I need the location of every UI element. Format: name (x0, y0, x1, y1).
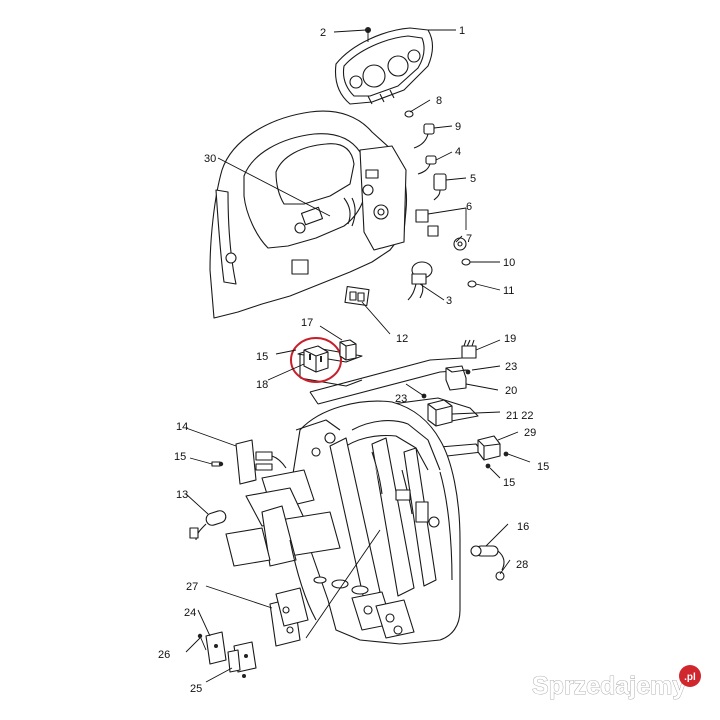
callout-19: 19 (504, 333, 516, 345)
callout-20: 20 (505, 385, 517, 397)
nut-23-right (465, 369, 471, 375)
callout-17: 17 (301, 317, 313, 329)
switch-block-12 (344, 285, 370, 307)
callout-27: 27 (186, 581, 198, 593)
screw-26 (197, 633, 207, 651)
callout-23-right: 23 (505, 361, 517, 373)
callout-14: 14 (176, 421, 188, 433)
dashboard-housing (209, 110, 407, 319)
callout-10: 10 (503, 257, 515, 269)
box-21-22 (427, 399, 453, 427)
callout-1: 1 (459, 25, 465, 37)
callout-28: 28 (516, 559, 528, 571)
sensor-16 (470, 545, 505, 571)
callout-7: 7 (466, 233, 472, 245)
callout-26: 26 (158, 649, 170, 661)
callout-2: 2 (320, 27, 326, 39)
chassis-frame (225, 400, 461, 645)
callout-15-a: 15 (256, 351, 268, 363)
ignition-switch (407, 261, 433, 301)
watermark: Sprzedajemy .pl (532, 665, 701, 700)
callout-11: 11 (503, 285, 514, 297)
callout-labels: 1 2 3 4 5 6 7 8 9 10 11 12 14 13 15 15 1… (158, 25, 549, 695)
screw-2 (365, 27, 371, 42)
leader-lines (185, 29, 531, 683)
bolt-15-lower (485, 463, 491, 469)
callout-6: 6 (466, 201, 472, 213)
relay-17 (339, 339, 357, 361)
callout-21-22: 21 22 (506, 410, 534, 422)
callout-15-d: 15 (503, 477, 515, 489)
callout-8: 8 (436, 95, 442, 107)
watermark-badge-text: .pl (684, 672, 696, 683)
callout-3: 3 (446, 295, 452, 307)
callout-24: 24 (184, 607, 196, 619)
callout-23-left: 23 (395, 393, 407, 405)
screw-25-lower (242, 674, 246, 678)
callout-25: 25 (190, 683, 202, 695)
callout-16: 16 (517, 521, 529, 533)
bracket-27 (269, 587, 309, 647)
indicator-lamps (404, 110, 477, 288)
callout-4: 4 (455, 146, 461, 158)
bolt-15-right (503, 451, 509, 457)
watermark-text: Sprzedajemy (532, 672, 686, 700)
instrument-cluster (334, 27, 434, 105)
callout-5: 5 (470, 173, 476, 185)
switch-assembly-14 (235, 439, 287, 485)
relay-18 (303, 345, 329, 373)
part-18-highlight-circle (290, 337, 342, 383)
callout-18: 18 (256, 379, 268, 391)
callout-15-c: 15 (537, 461, 549, 473)
bolt-28 (495, 571, 505, 581)
callout-30: 30 (204, 153, 216, 165)
switch-24 (205, 631, 227, 665)
callout-29: 29 (524, 427, 536, 439)
callout-12: 12 (396, 333, 408, 345)
flasher-19 (461, 339, 477, 359)
relay-29 (477, 435, 501, 461)
switch-25 (227, 641, 257, 673)
watermark-badge-icon (679, 665, 701, 687)
callout-9: 9 (455, 121, 461, 133)
screw-15-left (211, 461, 224, 467)
callout-13: 13 (176, 489, 188, 501)
sensor-13 (189, 510, 227, 541)
callout-15-b: 15 (174, 451, 186, 463)
unit-20 (445, 365, 467, 391)
